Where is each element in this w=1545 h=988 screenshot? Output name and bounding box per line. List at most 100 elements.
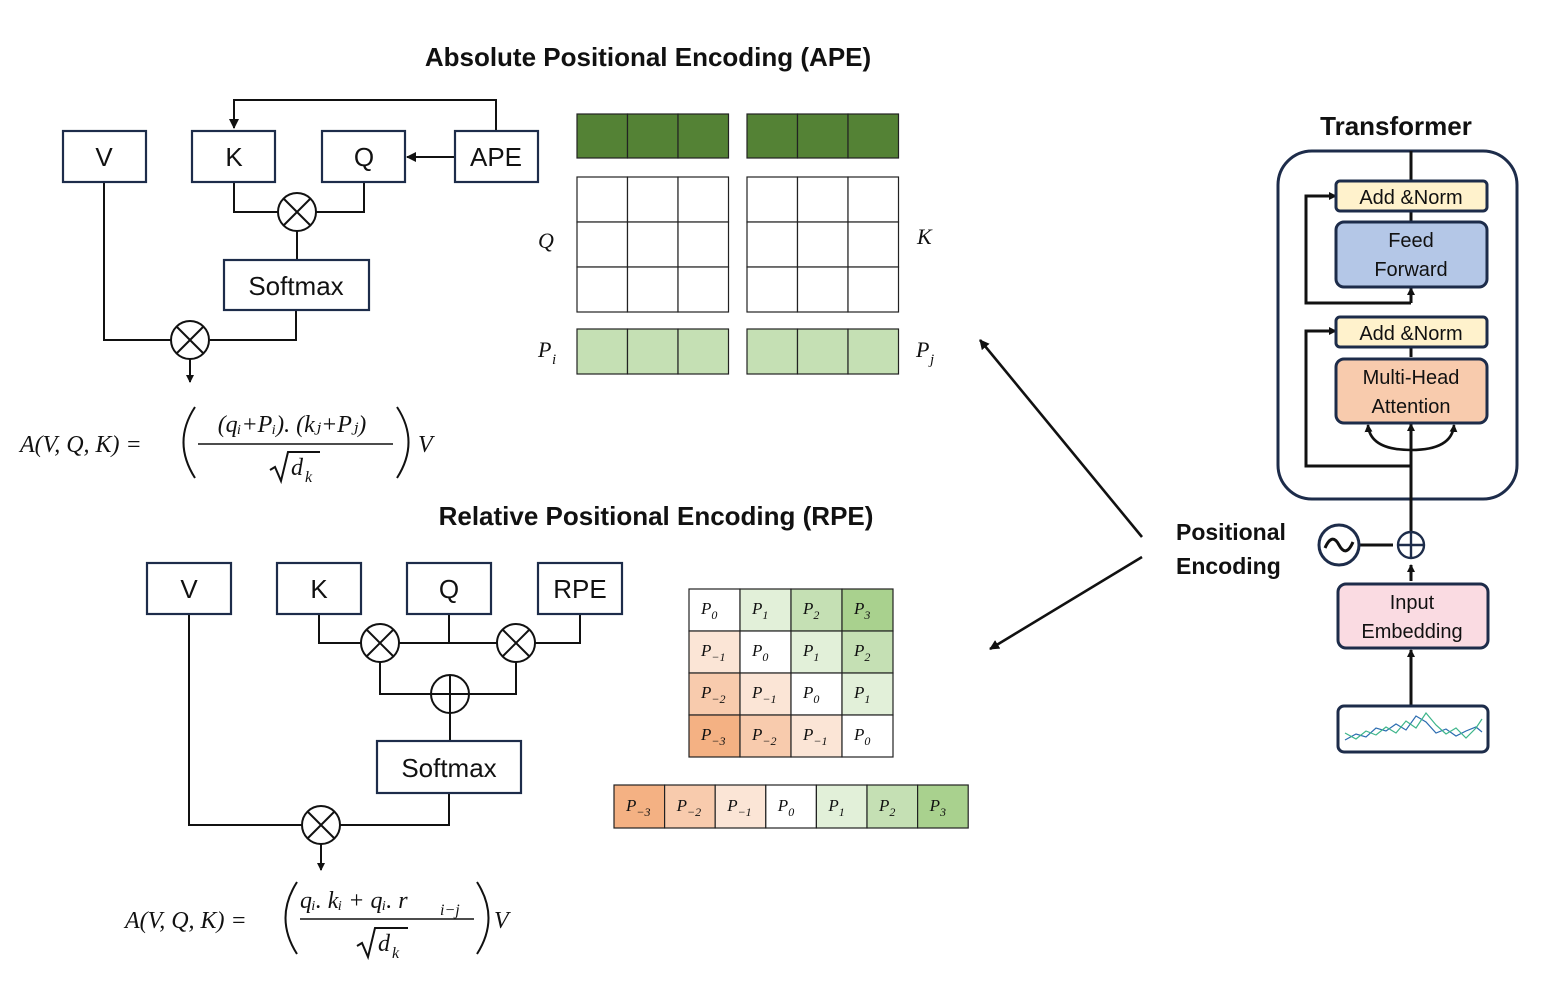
ape-bottom-cell <box>626 328 679 375</box>
ape-grid-cell <box>576 221 629 268</box>
ape-pj-label: P j <box>915 337 934 368</box>
svg-text:Positional: Positional <box>1176 519 1286 545</box>
svg-text:d: d <box>291 455 304 481</box>
rpe-matrix-cell-label: P−2 <box>751 725 777 748</box>
ape-grid-cell <box>847 176 900 223</box>
svg-text:Encoding: Encoding <box>1176 553 1281 579</box>
svg-text:Forward: Forward <box>1374 259 1447 281</box>
ape-bottom-cell <box>796 328 849 375</box>
ape-q-label: Q <box>538 228 554 253</box>
rpe-k-box: K <box>275 561 363 616</box>
rpe-matrix-cell-label: P1 <box>751 599 768 622</box>
svg-text:Feed: Feed <box>1388 230 1434 252</box>
ape-bottom-cell <box>847 328 900 375</box>
svg-text:K: K <box>225 142 243 172</box>
ape-grid-cell <box>576 266 629 313</box>
add-norm-box-bottom: Add &Norm <box>1334 315 1489 349</box>
svg-text:APE: APE <box>470 142 522 172</box>
ape-bottom-cell <box>677 328 730 375</box>
svg-text:Softmax: Softmax <box>248 271 343 301</box>
rpe-strip-cell-label: P−1 <box>726 796 752 819</box>
rpe-matrix-cell-label: P−2 <box>700 683 726 706</box>
rpe-plus-icon <box>430 674 470 714</box>
rpe-formula: A(V, Q, K) = qᵢ. kᵢ + qᵢ. r i−j d k V <box>123 881 511 962</box>
rpe-title: Relative Positional Encoding (RPE) <box>439 501 874 531</box>
svg-text:k: k <box>392 945 400 962</box>
rpe-multiply-icon-3 <box>301 805 341 845</box>
rpe-matrix-cell-label: P2 <box>853 641 870 664</box>
ape-grid-cell <box>677 221 730 268</box>
rpe-matrix-cell-label: P−1 <box>700 641 726 664</box>
rpe-matrix-cell-label: P−1 <box>802 725 828 748</box>
ape-grid-cell <box>576 176 629 223</box>
time-series-thumbnail <box>1336 704 1490 754</box>
rpe-matrix-cell-label: P−3 <box>700 725 726 748</box>
svg-text:Add &Norm: Add &Norm <box>1359 323 1462 345</box>
ape-formula: A(V, Q, K) = (qᵢ+Pᵢ). (kⱼ+Pⱼ) d k V <box>18 406 435 486</box>
ape-multiply-icon-2 <box>170 320 210 360</box>
svg-text:RPE: RPE <box>553 574 606 604</box>
ape-grid-cell <box>626 221 679 268</box>
ape-k-label: K <box>916 224 933 249</box>
ape-pe-box: APE <box>453 129 540 184</box>
rpe-matrix-cell-label: P1 <box>853 683 870 706</box>
rpe-strip-cell <box>866 784 919 829</box>
feed-forward-box: Feed Forward <box>1334 220 1489 289</box>
rpe-matrix-cell <box>790 588 843 632</box>
svg-text:V: V <box>180 574 198 604</box>
rpe-matrix-cell <box>688 714 741 758</box>
ape-top-cell <box>626 113 679 159</box>
ape-grid-cell <box>677 266 730 313</box>
rpe-matrix-cell <box>688 630 741 674</box>
ape-grid-cell <box>626 176 679 223</box>
ape-connectors <box>103 99 497 383</box>
rpe-matrix-cell <box>790 714 843 758</box>
svg-text:P: P <box>537 337 551 362</box>
svg-text:Embedding: Embedding <box>1361 621 1462 643</box>
rpe-matrix-cell-label: P0 <box>802 683 819 706</box>
svg-text:Q: Q <box>439 574 459 604</box>
svg-text:P: P <box>915 337 929 362</box>
sine-wave-icon <box>1317 523 1361 567</box>
ape-top-cell <box>796 113 849 159</box>
ape-matrices <box>576 113 900 375</box>
svg-text:V: V <box>418 432 435 458</box>
rpe-strip-cell-label: P1 <box>827 796 844 819</box>
svg-text:d: d <box>378 931 391 957</box>
rpe-strip-cell <box>916 784 969 829</box>
svg-text:Add &Norm: Add &Norm <box>1359 187 1462 209</box>
rpe-strip-cell-label: P2 <box>878 796 895 819</box>
ape-k-box: K <box>190 129 277 184</box>
svg-text:Softmax: Softmax <box>401 753 496 783</box>
svg-text:Q: Q <box>538 228 554 253</box>
ape-bottom-cell <box>746 328 799 375</box>
rpe-multiply-icon-2 <box>496 623 536 663</box>
svg-text:A(V, Q, K) =: A(V, Q, K) = <box>123 908 247 934</box>
svg-text:A(V, Q, K) =: A(V, Q, K) = <box>18 432 142 458</box>
ape-top-cell <box>746 113 799 159</box>
positional-encoding-label: Positional Encoding <box>1176 519 1286 579</box>
transformer-title: Transformer <box>1320 111 1472 141</box>
multi-head-attention-box: Multi-Head Attention <box>1334 357 1489 425</box>
rpe-q-box: Q <box>405 561 493 616</box>
rpe-matrix-cell-label: P2 <box>802 599 819 622</box>
rpe-matrix-cell-label: P1 <box>802 641 819 664</box>
svg-text:i: i <box>552 352 556 368</box>
rpe-pe-box: RPE <box>536 561 624 616</box>
ape-title: Absolute Positional Encoding (APE) <box>425 42 871 72</box>
ape-q-box: Q <box>320 129 407 184</box>
ape-top-cell <box>576 113 629 159</box>
rpe-strip-cell-label: P−2 <box>676 796 702 819</box>
svg-text:K: K <box>310 574 328 604</box>
svg-text:qᵢ. kᵢ + qᵢ. r: qᵢ. kᵢ + qᵢ. r <box>300 888 408 914</box>
svg-text:k: k <box>305 469 313 486</box>
ape-multiply-icon-1 <box>277 192 317 232</box>
svg-text:K: K <box>916 224 933 249</box>
rpe-matrix-cell <box>841 714 894 758</box>
ape-bottom-cell <box>576 328 629 375</box>
rpe-matrix-cell <box>739 672 792 716</box>
svg-text:Q: Q <box>354 142 374 172</box>
ape-v-box: V <box>61 129 148 184</box>
